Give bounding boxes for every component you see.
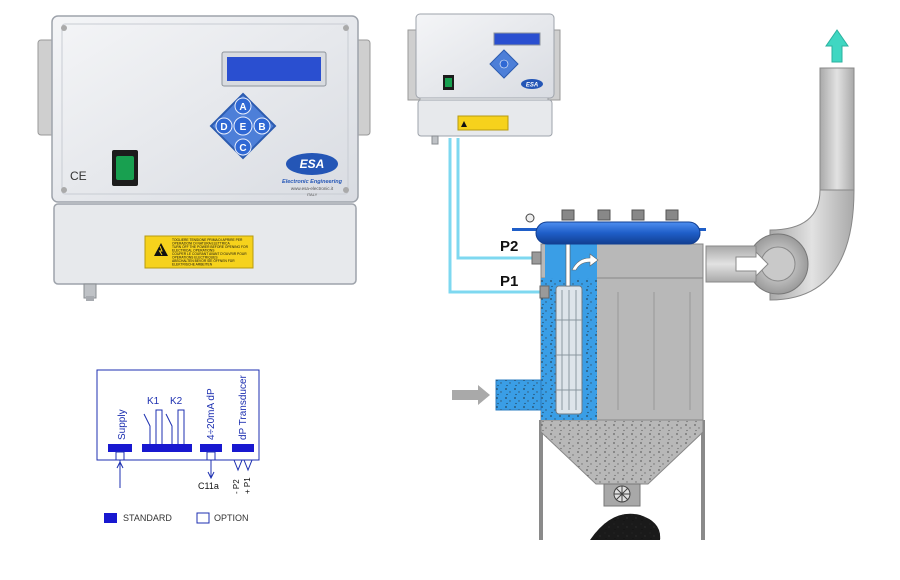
small-cable-gland: [431, 135, 439, 145]
p1-port: [539, 285, 550, 299]
small-controller: ESA: [407, 13, 561, 145]
pulse-valves: [561, 209, 679, 221]
p1-label: P1: [500, 273, 518, 290]
screw: [343, 25, 349, 31]
warning-text: TOGLIERE TENSIONE PRIMA DI APRIRE PER OP…: [172, 238, 249, 267]
cable-gland-nut: [86, 296, 94, 301]
minus-p2-label: - P2: [232, 479, 241, 494]
small-logo-oval: [521, 79, 543, 89]
key-c-button[interactable]: [234, 138, 252, 156]
analog-output-label: 4÷20mA dP: [206, 388, 217, 440]
exhaust-up-arrow-icon: [825, 29, 849, 63]
supply-label: Supply: [117, 409, 128, 440]
key-a-button[interactable]: [234, 97, 252, 115]
k2-label: K2: [170, 396, 183, 407]
analog-connector: [206, 451, 216, 461]
small-key-center: [499, 59, 509, 69]
power-switch-rocker: [116, 156, 134, 180]
pressure-port-icons: [233, 459, 253, 472]
p2-label: P2: [500, 238, 518, 255]
dirty-air-inlet-arrow-icon: [452, 385, 490, 405]
key-e-button[interactable]: [233, 116, 253, 136]
supply-arrow-icon: [116, 460, 124, 469]
valve-blades: [614, 486, 630, 502]
hopper-dust: [541, 420, 703, 484]
pressure-tubes: [448, 138, 540, 294]
compressed-air-tank: [535, 221, 701, 245]
key-b-label: B: [258, 122, 265, 133]
clean-air-arrow-icon: [735, 250, 769, 278]
analog-arrow-icon: [207, 471, 215, 480]
exhaust-stack: [819, 67, 855, 191]
logo-country: ITALY: [307, 192, 318, 197]
k1-contact: [143, 409, 163, 444]
ce-mark: CE: [70, 169, 87, 183]
lightning-icon: [158, 245, 163, 256]
plus-p1-label: + P1: [243, 477, 252, 494]
exhaust-system: [705, 29, 855, 301]
relay-terminal: [142, 444, 192, 452]
key-c-label: C: [239, 143, 246, 154]
transducer-terminal: [232, 444, 254, 452]
legend-standard-swatch: [104, 513, 117, 523]
wiring-schematic: Supply K1 K2 4÷20mA dP C11a dP Transduce…: [96, 369, 260, 524]
c11a-label: C11a: [198, 481, 219, 491]
supply-terminal: [108, 444, 132, 452]
lcd-display: [227, 57, 321, 81]
schematic-frame: [96, 369, 260, 461]
pressure-gauge-icon: [525, 213, 535, 223]
main-controller: A D E B C CE ESA Electronic Engineering …: [37, 15, 371, 301]
logo-website: www.esa-electronic.it: [291, 186, 334, 191]
small-logo-text: ESA: [526, 83, 538, 89]
transducer-label: dP Transducer: [238, 374, 249, 440]
clean-air-flow-arrow-icon: [571, 253, 599, 271]
esa-logo: ESA Electronic Engineering www.esa-elect…: [282, 153, 343, 197]
supply-connector: [115, 451, 125, 461]
logo-oval: [286, 153, 338, 175]
panel-inner-frame: [61, 23, 349, 195]
key-e-label: E: [240, 122, 247, 133]
analog-output-terminal: [200, 444, 222, 452]
small-switch-rocker: [445, 78, 452, 87]
key-d-button[interactable]: [215, 117, 233, 135]
screw: [61, 187, 67, 193]
logo-subtitle: Electronic Engineering: [282, 179, 343, 185]
p2-tube: [456, 138, 532, 260]
small-lcd-display: [493, 32, 541, 46]
legend-option-swatch: [196, 512, 210, 524]
key-b-button[interactable]: [253, 117, 271, 135]
screw: [343, 187, 349, 193]
cable-gland: [83, 283, 97, 299]
key-a-label: A: [239, 102, 246, 113]
legend-standard-label: STANDARD: [123, 513, 172, 523]
p1-tube: [448, 138, 540, 294]
small-warning-icon: [461, 121, 467, 127]
k1-label: K1: [147, 396, 160, 407]
small-warning-label: [457, 115, 509, 131]
key-d-label: D: [220, 122, 227, 133]
screw: [61, 25, 67, 31]
p2-port: [531, 251, 542, 265]
legend-option-label: OPTION: [214, 513, 249, 523]
k2-contact: [165, 409, 185, 444]
dust-collector: [452, 209, 706, 540]
logo-text: ESA: [300, 157, 325, 171]
